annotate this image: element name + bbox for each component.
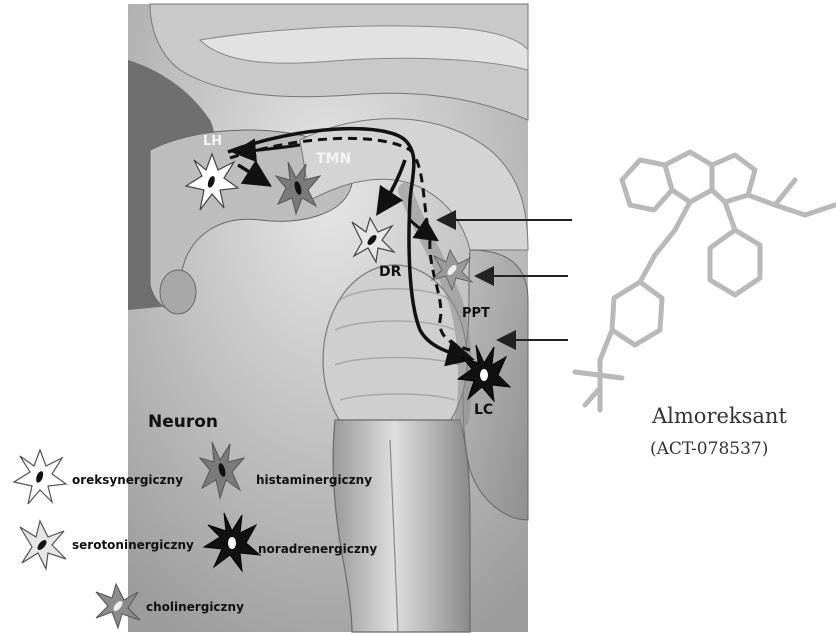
label-ppt: PPT xyxy=(462,306,490,321)
legend-icon-orexinergic xyxy=(14,450,66,504)
pituitary xyxy=(160,270,196,314)
legend-icon-serotonergic xyxy=(20,521,66,569)
molecule-ring-e xyxy=(612,282,662,345)
drug-code: (ACT-078537) xyxy=(650,439,768,459)
brainstem xyxy=(333,420,470,632)
molecule-bond-2 xyxy=(775,180,795,205)
molecule-bond-8 xyxy=(640,255,655,282)
label-dr: DR xyxy=(379,264,402,280)
molecule-bond-6 xyxy=(675,202,690,230)
legend-label-noradrenergic: noradrenergiczny xyxy=(258,542,377,556)
molecule-bond-3 xyxy=(775,205,805,215)
molecule-bond-11 xyxy=(575,372,622,378)
molecule-bond-9 xyxy=(600,330,612,360)
molecule-ring-d xyxy=(710,230,760,295)
legend-label-histaminergic: histaminergiczny xyxy=(256,473,372,487)
legend-label-cholinergic: cholinergiczny xyxy=(146,600,244,614)
almorexant-molecule xyxy=(575,152,835,410)
legend-label-serotonergic: serotoninergiczny xyxy=(72,538,194,552)
legend-title: Neuron xyxy=(148,412,218,432)
label-lc: LC xyxy=(474,402,493,418)
label-lh: LH xyxy=(203,134,222,149)
molecule-bond-1 xyxy=(748,195,775,205)
drug-name: Almoreksant xyxy=(651,404,787,428)
molecule-bond-4 xyxy=(805,205,835,215)
molecule-bond-5 xyxy=(725,202,735,230)
molecule-bond-7 xyxy=(655,230,675,255)
legend-label-orexinergic: oreksynergiczny xyxy=(72,473,183,487)
label-tmn: TMN xyxy=(316,151,351,167)
molecule-ring-b xyxy=(665,152,712,202)
